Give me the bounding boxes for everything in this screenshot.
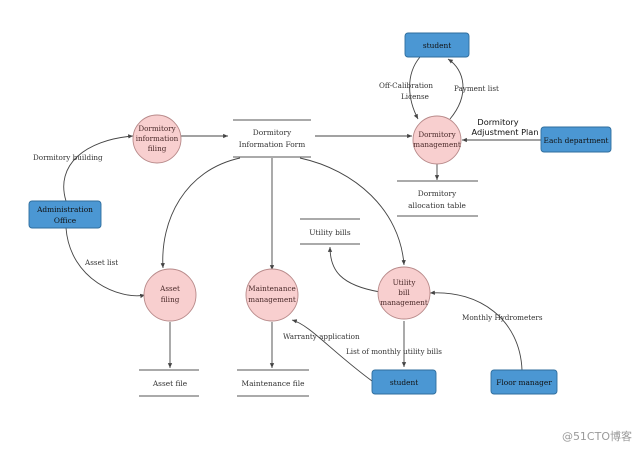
process-dormitory-management: Dormitory management [412, 115, 462, 165]
entity-label: student [423, 41, 451, 50]
watermark: @51CTO博客 [562, 429, 632, 443]
store-dormitory-information-form: Dormitory Information Form [233, 119, 311, 158]
entity-label-line1: Administration [36, 205, 93, 214]
process-label-line3: filing [148, 144, 167, 153]
store-label-line2: Information Form [239, 140, 305, 149]
entity-floor-manager: Floor manager [490, 369, 558, 395]
process-label-line2: management [413, 140, 461, 149]
store-label-line1: Dormitory [418, 189, 457, 198]
process-label-line2: management [248, 295, 296, 304]
process-label-line3: management [380, 298, 428, 307]
flow-label-off-calibration-line1: Off-Calibration [379, 81, 433, 90]
flow-label-monthly-hydrometers: Monthly Hydrometers [462, 313, 543, 322]
store-label: Maintenance file [242, 379, 305, 388]
process-label-line1: Dormitory [138, 124, 176, 133]
entity-label: Each department [544, 136, 609, 145]
flow-admin-to-info-filing [63, 134, 134, 202]
flow-floor-manager-to-utility [429, 290, 523, 371]
store-dormitory-allocation-table: Dormitory allocation table [397, 180, 478, 217]
store-maintenance-file: Maintenance file [237, 369, 309, 397]
process-label-line2: filing [161, 295, 180, 304]
process-utility-bill-management: Utility bill management [377, 266, 431, 320]
flow-label-asset-list: Asset list [84, 258, 118, 267]
process-label-line1: Asset [159, 284, 180, 293]
flow-form-to-utility-bill [299, 157, 406, 266]
store-label-line1: Dormitory [253, 128, 292, 137]
flow-dorm-management-to-student [447, 58, 464, 120]
entity-student-top: student [404, 32, 470, 58]
flow-form-to-asset-filing [160, 157, 241, 269]
process-dormitory-information-filing: Dormitory information filing [132, 114, 182, 164]
store-label: Utility bills [309, 228, 351, 237]
process-asset-filing: Asset filing [143, 268, 197, 322]
flow-label-off-calibration-line2: License [401, 92, 429, 101]
flow-label-dormitory-building: Dormitory building [33, 153, 103, 162]
process-label-line1: Utility [393, 278, 417, 287]
flow-utility-to-bills-store [327, 246, 381, 293]
flow-student-to-maintenance [291, 319, 373, 382]
entity-administration-office: Administration Office [28, 200, 102, 229]
store-label: Asset file [152, 379, 187, 388]
flow-label-warranty-application: Warranty application [283, 332, 360, 341]
flow-label-adjustment-plan-line2: Adjustment Plan [471, 127, 538, 137]
entity-label-line2: Office [54, 216, 76, 225]
store-asset-file: Asset file [139, 369, 199, 397]
entity-student-bottom: student [371, 369, 437, 395]
process-label-line2: bill [398, 288, 410, 297]
flow-student-to-dorm-management [409, 56, 421, 120]
process-label-line1: Dormitory [418, 130, 456, 139]
process-label-line1: Maintenance [248, 284, 296, 293]
flow-admin-to-asset-filing [65, 227, 146, 299]
entity-label: Floor manager [496, 378, 552, 387]
entity-label: student [390, 378, 418, 387]
store-label-line2: allocation table [408, 201, 466, 210]
store-utility-bills: Utility bills [300, 218, 360, 245]
flow-label-adjustment-plan-line1: Dormitory [477, 117, 518, 127]
flow-label-monthly-utility-bills: List of monthly utility bills [346, 347, 442, 356]
entity-each-department: Each department [540, 126, 612, 153]
flow-label-payment-list: Payment list [454, 84, 499, 93]
process-label-line2: information [136, 134, 179, 143]
process-maintenance-management: Maintenance management [245, 268, 299, 322]
